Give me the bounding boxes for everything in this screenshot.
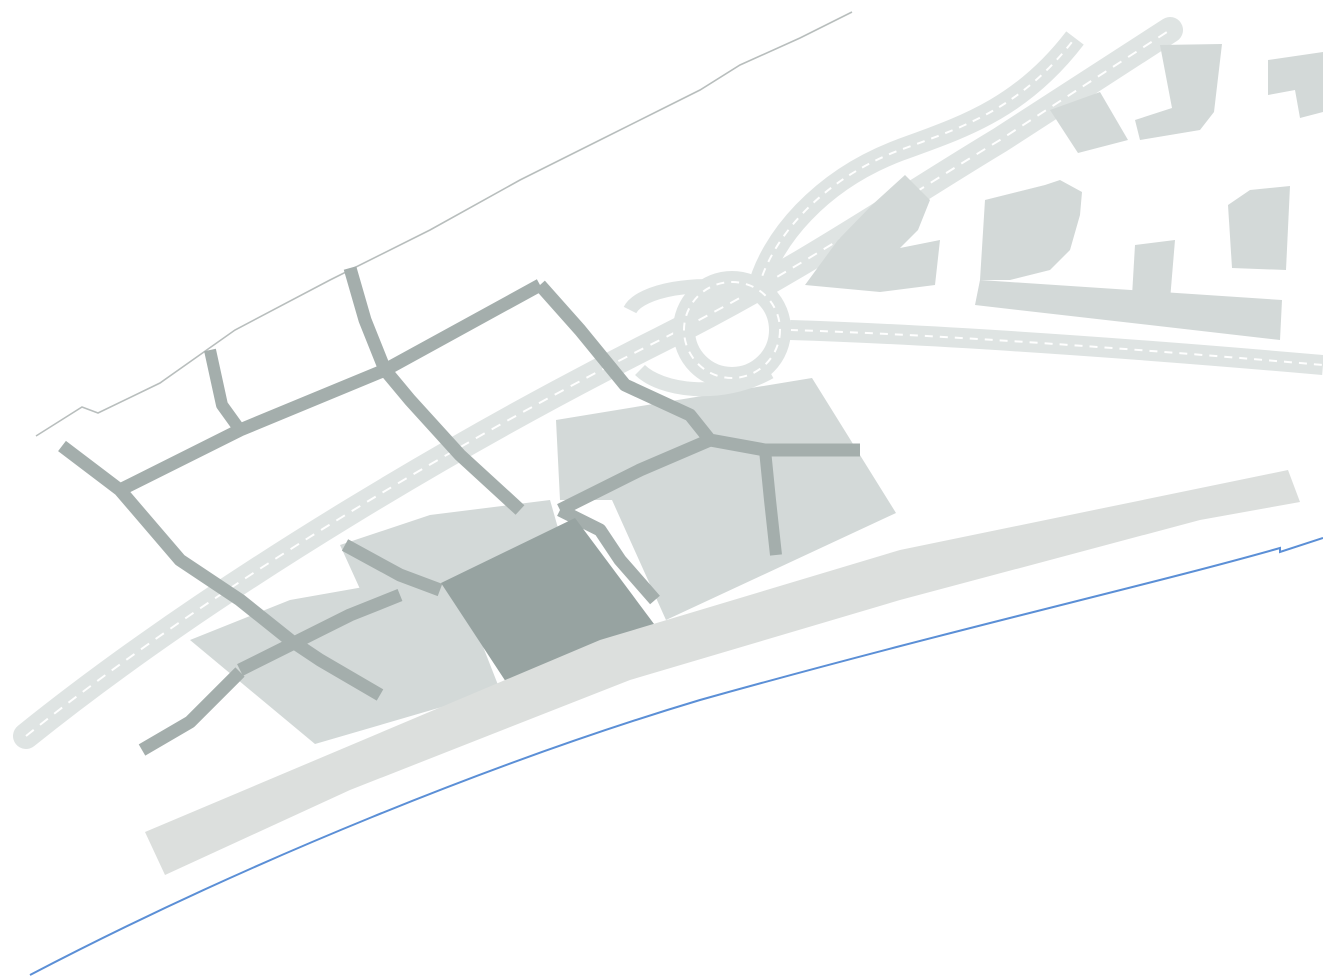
embankment-strip (145, 470, 1300, 875)
building (975, 280, 1282, 340)
roundabout (673, 271, 791, 389)
buildings (805, 44, 1323, 340)
street-network (58, 266, 860, 756)
spur-road (623, 31, 1323, 397)
street (341, 539, 443, 597)
street (117, 279, 544, 496)
light-block (556, 378, 896, 620)
building (805, 175, 940, 292)
street (343, 266, 525, 515)
street (557, 504, 660, 605)
building (980, 180, 1082, 280)
river-line (29, 537, 1323, 976)
street (759, 449, 782, 556)
street (557, 434, 713, 516)
building (1135, 44, 1222, 140)
building (1228, 186, 1290, 270)
coastline-boundary (35, 11, 853, 437)
building (1132, 240, 1175, 300)
street (204, 348, 245, 434)
building (1050, 92, 1128, 153)
street (138, 667, 245, 756)
building (1268, 52, 1323, 118)
street (237, 588, 403, 676)
